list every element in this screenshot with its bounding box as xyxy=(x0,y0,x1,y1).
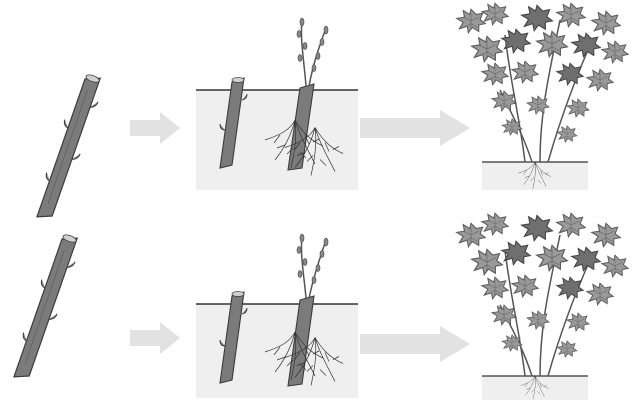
arrow-right xyxy=(360,110,470,146)
arrow-right xyxy=(130,322,180,354)
row-2 xyxy=(7,213,628,400)
grown-shrub xyxy=(457,213,629,400)
cutting-stage1 xyxy=(7,232,83,384)
cutting-stage1 xyxy=(30,72,106,224)
grown-shrub xyxy=(457,3,629,190)
arrow-right xyxy=(130,112,180,144)
arrow-right xyxy=(360,326,470,362)
row-1 xyxy=(30,3,628,223)
soil-panel xyxy=(196,90,358,190)
